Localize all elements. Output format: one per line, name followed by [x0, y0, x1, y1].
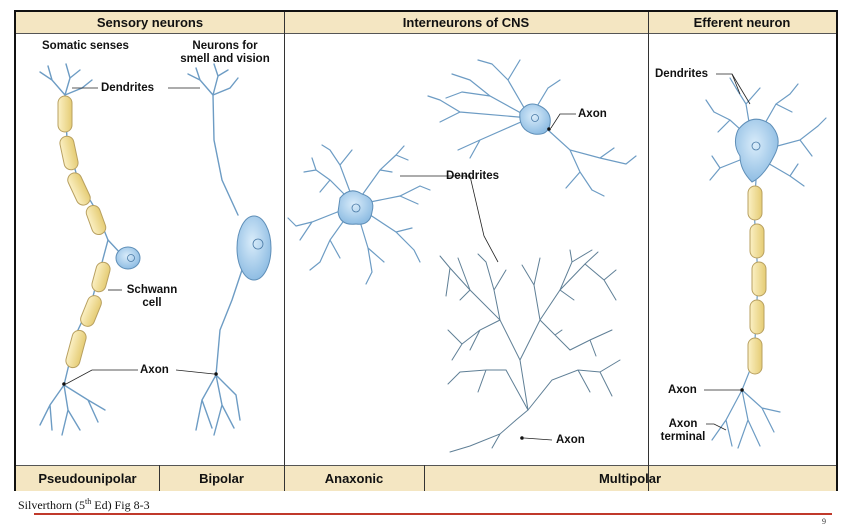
efferent-schwann-cells: [748, 186, 766, 374]
anaxonic-soma: [338, 191, 373, 224]
label-axon-terminal-line2: terminal: [660, 431, 706, 444]
citation-rule: [34, 513, 832, 515]
pseudounipolar-soma: [116, 247, 140, 269]
label-dendrites-efferent: Dendrites: [655, 68, 708, 81]
multipolar-interneuron-bottom: [440, 250, 620, 452]
sensory-leader-lines: [66, 88, 214, 384]
label-axon-terminal: Axon terminal: [660, 418, 706, 444]
subheader-smell-line2: smell and vision: [170, 53, 280, 66]
label-axon-efferent: Axon: [668, 384, 697, 397]
multipolar-top-soma: [520, 104, 551, 134]
interneuron-leader-lines: [400, 114, 576, 440]
page-number: 9: [822, 517, 826, 526]
figure-citation: Silverthorn (5th Ed) Fig 8-3: [18, 497, 150, 513]
efferent-soma: [735, 119, 778, 182]
label-schwann-line1: Schwann: [122, 284, 182, 297]
efferent-axon-point: [740, 388, 744, 392]
pseudounipolar-axon-point: [62, 382, 66, 386]
label-dendrites-sensory: Dendrites: [101, 82, 154, 95]
label-axon-sensory: Axon: [140, 364, 169, 377]
label-dendrites-interneuron: Dendrites: [446, 170, 499, 183]
bipolar-neuron: [188, 64, 242, 435]
label-schwann-line2: cell: [122, 297, 182, 310]
subheader-somatic-senses: Somatic senses: [42, 40, 129, 53]
label-schwann-cell: Schwann cell: [122, 284, 182, 310]
pseudounipolar-schwann-cells: [58, 96, 112, 369]
bipolar-soma: [237, 216, 271, 280]
multipolar-bottom-axon-point: [520, 436, 524, 440]
pseudounipolar-neuron: [40, 64, 122, 435]
multipolar-top-axon-point: [547, 127, 551, 131]
subheader-smell-line1: Neurons for: [170, 40, 280, 53]
label-axon-terminal-line1: Axon: [660, 418, 706, 431]
bipolar-axon-point: [214, 372, 218, 376]
subheader-smell-vision: Neurons for smell and vision: [170, 40, 280, 66]
label-axon-interneuron-bottom: Axon: [556, 434, 585, 447]
citation-suffix: Ed) Fig 8-3: [91, 498, 149, 512]
label-axon-interneuron-top: Axon: [578, 108, 607, 121]
citation-prefix: Silverthorn (5: [18, 498, 85, 512]
